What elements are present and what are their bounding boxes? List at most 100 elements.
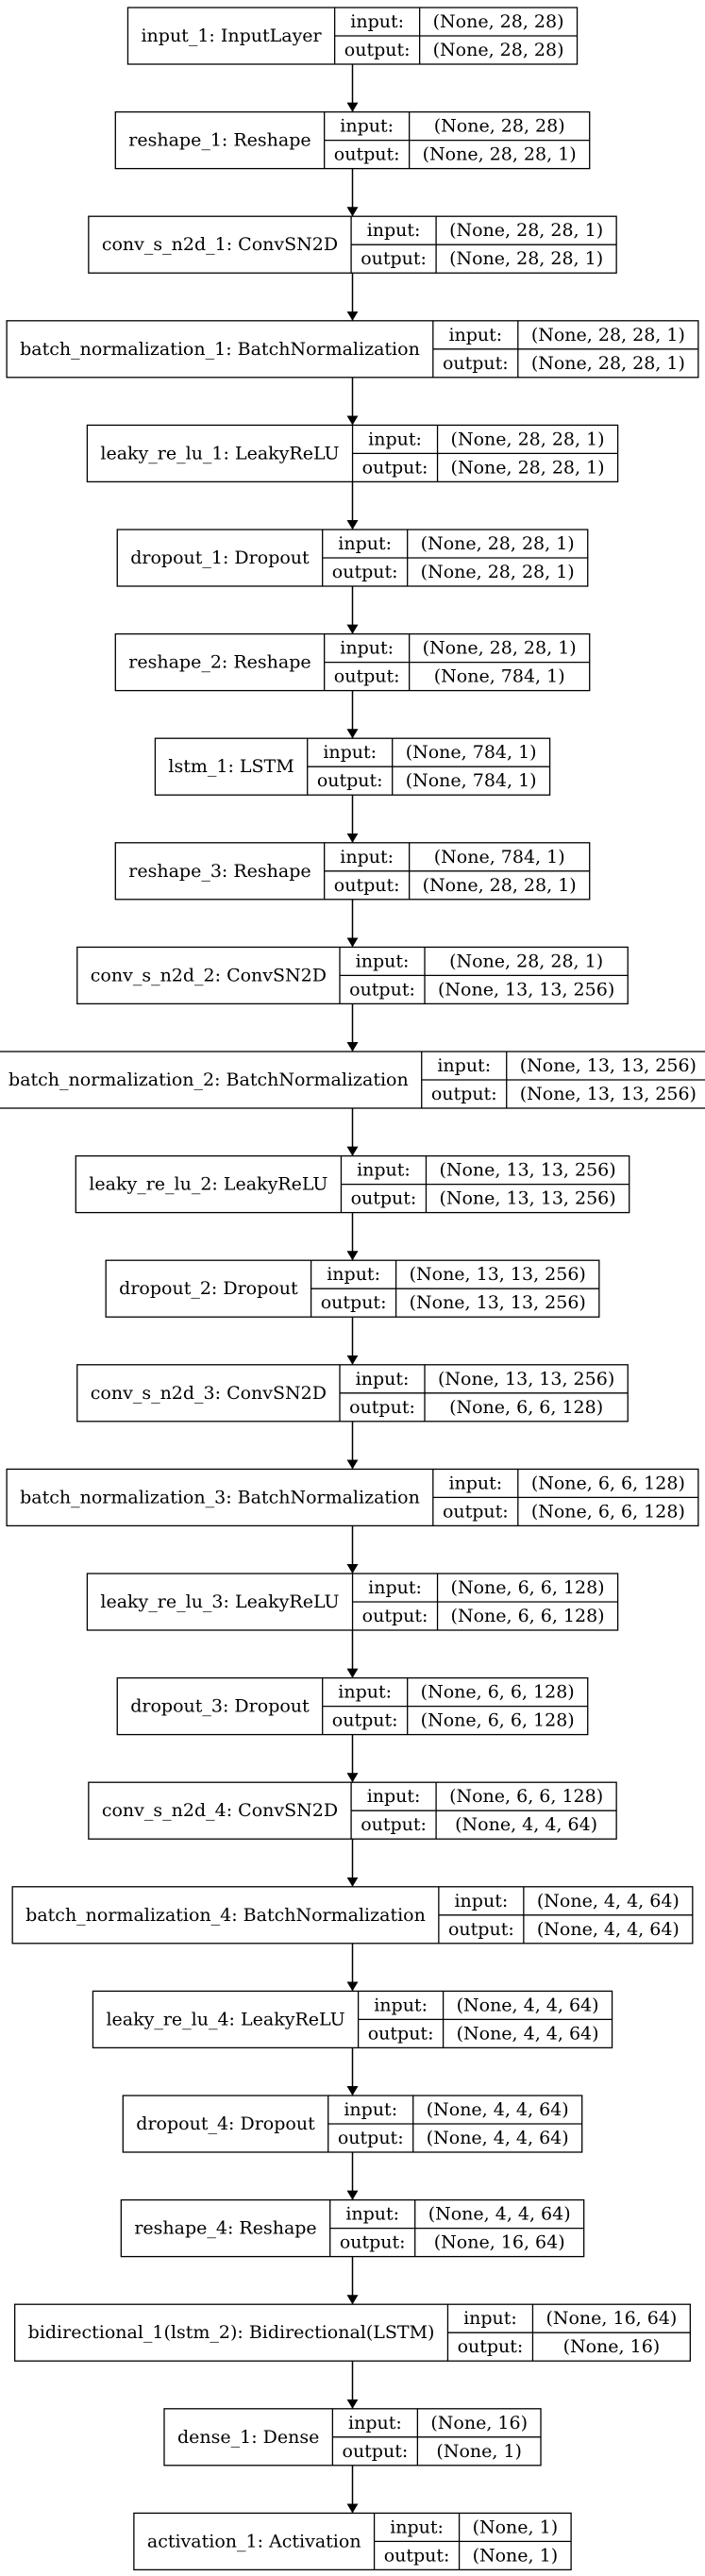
- layer-node: activation_1: Activationinput:output:(No…: [133, 2512, 572, 2571]
- input-port-label: input:: [338, 1682, 392, 1703]
- input-shape: (None, 28, 28): [433, 11, 564, 32]
- output-shape: (None, 16, 64): [434, 2232, 565, 2253]
- layer-node: conv_s_n2d_1: ConvSN2Dinput:output:(None…: [88, 215, 617, 274]
- output-port-label: output:: [361, 248, 427, 269]
- output-port-label: output:: [443, 353, 509, 374]
- output-shape: (None, 4, 4, 64): [455, 1814, 597, 1835]
- layer-name: dense_1: Dense: [177, 2427, 319, 2448]
- layer-name: reshape_4: Reshape: [134, 2218, 316, 2239]
- output-shape: (None, 784, 1): [406, 770, 537, 791]
- output-port-label: output:: [458, 2336, 524, 2357]
- output-port-label: output:: [443, 1501, 509, 1522]
- input-shape: (None, 13, 13, 256): [410, 1264, 586, 1285]
- output-shape: (None, 4, 4, 64): [427, 2128, 569, 2148]
- layer-name: dropout_4: Dropout: [136, 2113, 315, 2134]
- input-shape: (None, 4, 4, 64): [428, 2204, 571, 2225]
- layer-node: dropout_3: Dropout input: output: (None, 6,…: [116, 1676, 589, 1736]
- layer-name: batch_normalization_1: BatchNormalizatio…: [20, 339, 420, 360]
- input-port-label: input:: [367, 1786, 421, 1807]
- output-port-label: output:: [321, 1292, 387, 1313]
- layer-name: reshape_2: Reshape: [128, 652, 311, 673]
- layer-name: batch_normalization_3: BatchNormalizatio…: [20, 1487, 420, 1507]
- output-shape: (None, 13, 13, 256): [410, 1292, 586, 1313]
- layer-name: leaky_re_lu_4: LeakyReLU: [106, 2009, 344, 2029]
- output-port-label: output:: [368, 2023, 434, 2044]
- layer-node: reshape_2: Reshape input: output: (None, 28…: [114, 632, 591, 692]
- output-shape: (None, 28, 28, 1): [531, 353, 685, 374]
- input-port-label: input:: [340, 847, 394, 867]
- output-port-label: output:: [344, 40, 411, 60]
- output-shape: (None, 6, 6, 128): [451, 1606, 605, 1626]
- layer-node: leaky_re_lu_3: LeakyReLUinput:output:(No…: [86, 1573, 619, 1631]
- output-port-label: output:: [334, 875, 400, 896]
- layer-name: leaky_re_lu_3: LeakyReLU: [100, 1591, 339, 1612]
- output-shape: (None, 13, 13, 256): [439, 1188, 615, 1209]
- layer-node: conv_s_n2d_4: ConvSN2D input: output: (None…: [88, 1781, 617, 1840]
- input-shape: (None, 28, 28): [434, 116, 565, 137]
- layer-name: conv_s_n2d_3: ConvSN2D: [91, 1383, 327, 1404]
- input-shape: (None, 784, 1): [406, 742, 537, 763]
- output-port-label: output:: [334, 144, 400, 165]
- layer-name: conv_s_n2d_4: ConvSN2D: [102, 1800, 338, 1821]
- input-port-label: input:: [338, 533, 392, 554]
- output-shape: (None, 4, 4, 64): [457, 2023, 599, 2044]
- layer-node: leaky_re_lu_4: LeakyReLU input: output: (No…: [92, 1990, 613, 2049]
- input-port-label: input:: [368, 429, 422, 449]
- output-shape: (None, 28, 28, 1): [423, 875, 577, 896]
- input-shape: (None, 16, 64): [546, 2308, 677, 2329]
- output-port-label: output:: [343, 2441, 409, 2462]
- layer-node: batch_normalization_4: BatchNormalizatio…: [11, 1886, 694, 1945]
- output-port-label: output:: [340, 2232, 406, 2253]
- input-shape: (None, 1): [473, 2517, 559, 2537]
- input-shape: (None, 6, 6, 128): [451, 1577, 605, 1598]
- input-port-label: input:: [340, 638, 394, 659]
- input-port-label: input:: [345, 2204, 399, 2225]
- output-shape: (None, 28, 28, 1): [449, 248, 603, 269]
- output-port-label: output:: [349, 979, 415, 1000]
- input-shape: (None, 13, 13, 256): [439, 1160, 615, 1181]
- layer-name: dropout_3: Dropout: [130, 1696, 310, 1717]
- input-port-label: input:: [350, 11, 404, 32]
- output-port-label: output:: [334, 666, 400, 687]
- input-shape: (None, 784, 1): [434, 847, 565, 867]
- output-port-label: output:: [338, 2128, 404, 2148]
- input-port-label: input:: [390, 2517, 444, 2537]
- layer-name: conv_s_n2d_1: ConvSN2D: [102, 234, 338, 255]
- output-port-label: output:: [361, 1814, 427, 1835]
- output-shape: (None, 6, 6, 128): [421, 1710, 575, 1731]
- output-shape: (None, 784, 1): [434, 666, 565, 687]
- input-shape: (None, 16): [430, 2413, 528, 2433]
- input-port-label: input:: [374, 1995, 428, 2015]
- layer-name: reshape_3: Reshape: [128, 861, 311, 882]
- output-port-label: output:: [349, 1397, 415, 1418]
- input-shape: (None, 28, 28, 1): [423, 638, 577, 659]
- layer-name: reshape_1: Reshape: [128, 130, 311, 151]
- input-port-label: input:: [327, 1264, 380, 1285]
- input-port-label: input:: [448, 1473, 502, 1493]
- input-port-label: input:: [463, 2308, 517, 2329]
- output-port-label: output:: [317, 770, 383, 791]
- layer-node: batch_normalization_1: BatchNormalizatio…: [6, 320, 699, 379]
- output-port-label: output:: [431, 1084, 497, 1104]
- layer-name: lstm_1: LSTM: [168, 756, 294, 777]
- input-port-label: input:: [356, 951, 410, 971]
- input-port-label: input:: [344, 2099, 397, 2120]
- layer-node: leaky_re_lu_2: LeakyReLUinput:output:(No…: [75, 1154, 630, 1214]
- output-shape: (None, 6, 6, 128): [531, 1501, 685, 1522]
- layer-node: dropout_4: Dropout input: output: (None, 4,…: [122, 2095, 583, 2153]
- layer-name: dropout_1: Dropout: [130, 547, 310, 568]
- layer-node: reshape_4: Reshape input: output: (None, 4,…: [120, 2198, 585, 2258]
- layer-name: activation_1: Activation: [147, 2531, 361, 2551]
- layer-node: conv_s_n2d_2: ConvSN2Dinput:output:(None…: [76, 946, 629, 1005]
- layer-name: leaky_re_lu_1: LeakyReLU: [100, 443, 339, 463]
- output-shape: (None, 1): [436, 2441, 522, 2462]
- input-port-label: input:: [454, 1891, 508, 1911]
- output-port-label: output:: [332, 1710, 398, 1731]
